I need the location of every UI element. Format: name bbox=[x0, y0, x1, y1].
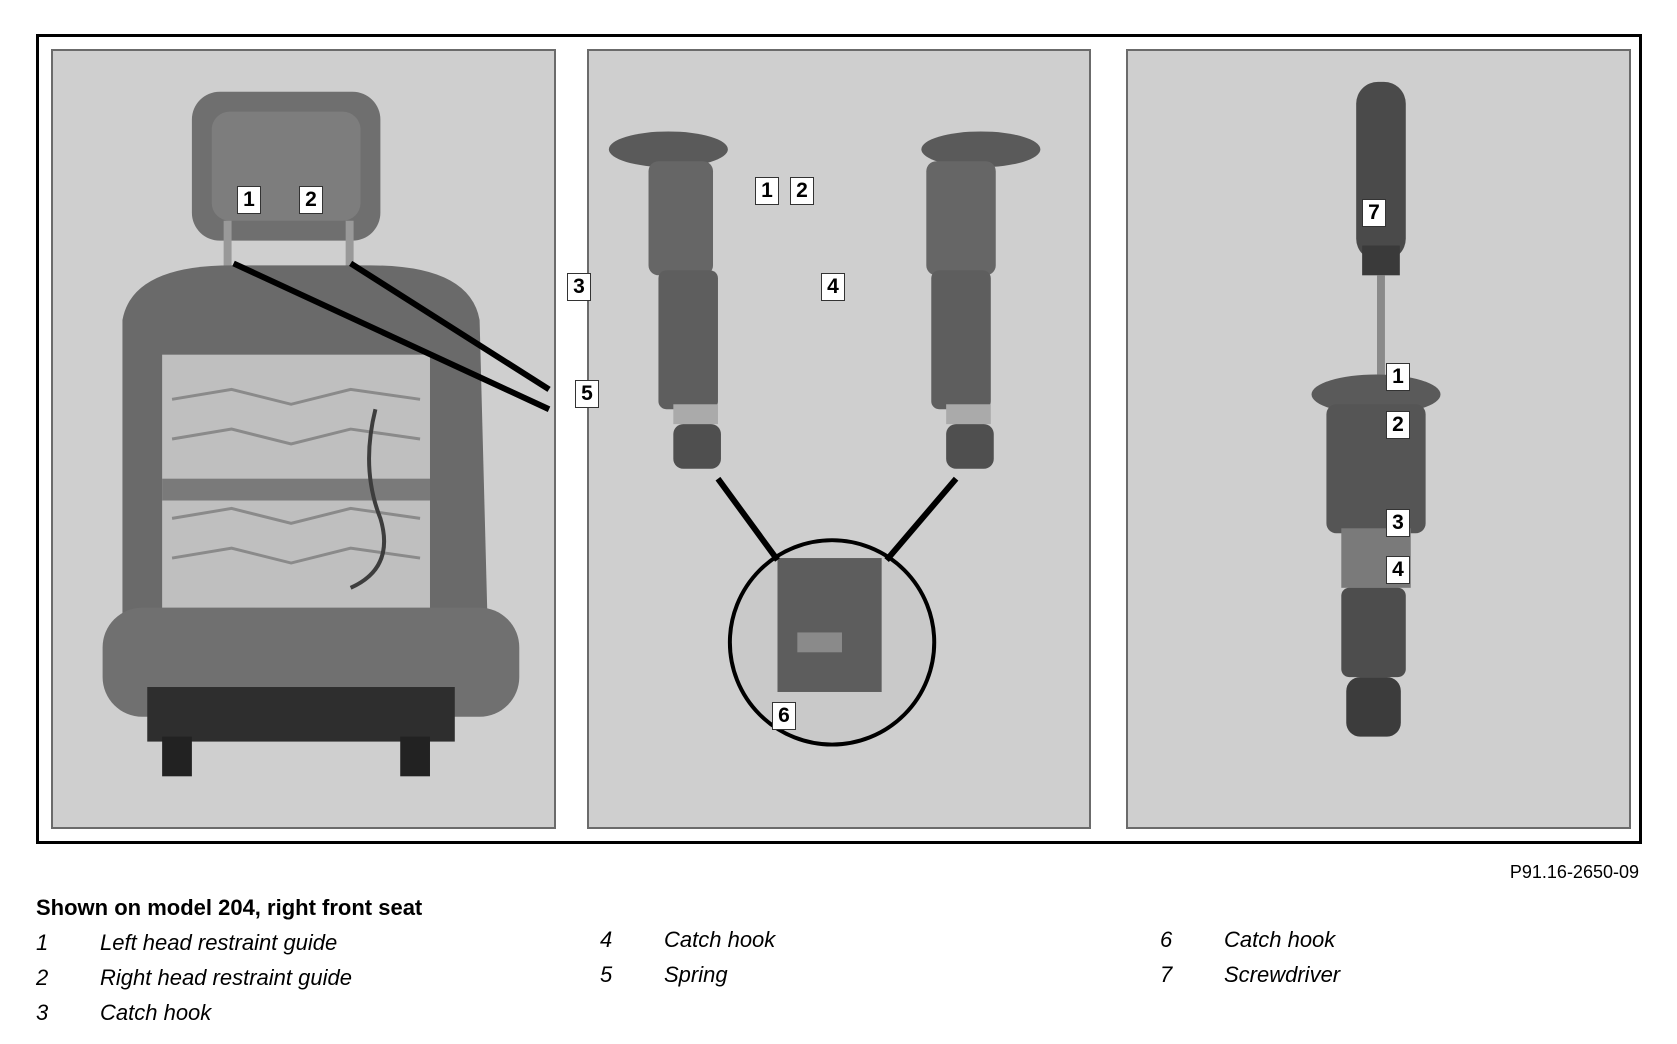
figure-reference-code: P91.16-2650-09 bbox=[1509, 862, 1639, 882]
head-restraint-guides-illustration bbox=[608, 131, 1041, 747]
screwdriver-illustration bbox=[1311, 81, 1441, 737]
panel-seat-backrest bbox=[51, 49, 556, 829]
figure-frame: 1 2 1 2 3 4 5 6 7 1 2 3 4 bbox=[36, 34, 1642, 844]
figure-caption: Shown on model 204, right front seat bbox=[36, 895, 423, 920]
panel-screwdriver bbox=[1126, 49, 1631, 829]
panel-guides-detail bbox=[587, 49, 1091, 829]
seat-backrest-illustration bbox=[102, 91, 551, 777]
